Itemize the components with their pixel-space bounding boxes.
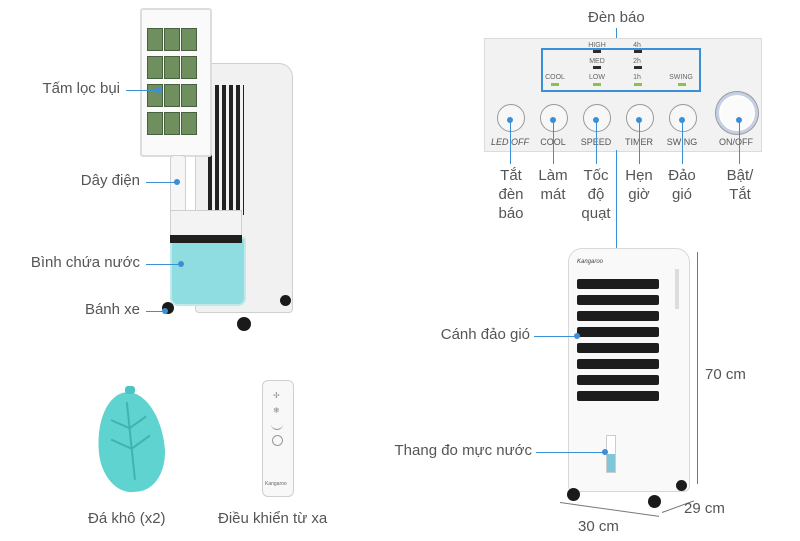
indicator-swing-light bbox=[678, 83, 686, 86]
water-level-window bbox=[606, 435, 616, 473]
power-cord-image bbox=[170, 155, 186, 217]
wheel-image bbox=[280, 295, 291, 306]
callout-dot bbox=[550, 117, 556, 123]
label-wheels: Bánh xe bbox=[84, 301, 140, 318]
indicator-2h-label: 2h bbox=[633, 58, 641, 65]
louver-slat bbox=[577, 343, 659, 353]
meaning-speed: Tốc độ quạt bbox=[581, 167, 611, 222]
meaning-timer: Hẹn giờ bbox=[625, 167, 653, 203]
indicator-1h-light bbox=[634, 83, 642, 86]
label-dust-filter: Tấm lọc bụi bbox=[42, 80, 120, 97]
side-text bbox=[675, 269, 679, 309]
callout-line bbox=[639, 122, 640, 164]
callout-line bbox=[682, 122, 683, 164]
label-power-cord: Dây điện bbox=[80, 172, 140, 189]
indicator-4h-light bbox=[634, 50, 642, 53]
label-indicator-lights: Đèn báo bbox=[588, 9, 645, 26]
meaning-cool: Làm mát bbox=[538, 167, 568, 203]
callout-line bbox=[596, 122, 597, 164]
label-louvers: Cánh đảo gió bbox=[440, 326, 530, 343]
louver-slat bbox=[577, 391, 659, 401]
ice-pack-image bbox=[92, 388, 170, 496]
indicator-2h-light bbox=[634, 66, 642, 69]
dust-filter-image bbox=[140, 8, 212, 157]
indicator-cool-label: COOL bbox=[545, 74, 565, 81]
indicator-swing-label: SWING bbox=[669, 74, 693, 81]
indicator-frame bbox=[541, 48, 701, 92]
on-off-caption: ON/OFF bbox=[719, 137, 753, 147]
indicator-cool-light bbox=[551, 83, 559, 86]
callout-dot bbox=[736, 117, 742, 123]
callout-dot bbox=[178, 261, 184, 267]
louver-slat bbox=[577, 327, 659, 337]
indicator-high-label: HIGH bbox=[588, 42, 606, 49]
water-tank-image bbox=[170, 237, 246, 306]
indicator-low-label: LOW bbox=[589, 74, 605, 81]
louver-slat bbox=[577, 359, 659, 369]
callout-dot bbox=[679, 117, 685, 123]
callout-dot bbox=[507, 117, 513, 123]
depth-dimension: 29 cm bbox=[684, 500, 725, 517]
on-off-button[interactable] bbox=[716, 92, 758, 134]
louver-slat bbox=[577, 311, 659, 321]
indicator-1h-label: 1h bbox=[633, 74, 641, 81]
callout-line bbox=[126, 90, 158, 91]
cooler-assembled-image: Kangaroo bbox=[568, 248, 690, 492]
callout-dot bbox=[162, 308, 168, 314]
indicator-low-light bbox=[593, 83, 601, 86]
meaning-on-off: Bật/ Tắt bbox=[726, 167, 754, 203]
wheel-image bbox=[676, 480, 687, 491]
ice-pack-cap bbox=[125, 386, 135, 394]
label-ice-packs: Đá khô (x2) bbox=[88, 510, 166, 527]
width-dimension: 30 cm bbox=[578, 518, 619, 535]
cool-caption: COOL bbox=[523, 137, 583, 147]
wheel-image bbox=[567, 488, 580, 501]
wheel-image bbox=[648, 495, 661, 508]
indicator-med-light bbox=[593, 66, 601, 69]
callout-line bbox=[146, 264, 180, 265]
callout-line bbox=[616, 28, 617, 46]
callout-line bbox=[616, 150, 617, 250]
callout-dot bbox=[574, 333, 580, 339]
callout-line bbox=[536, 452, 604, 453]
label-remote: Điều khiển từ xa bbox=[218, 510, 328, 527]
callout-line bbox=[553, 122, 554, 164]
cool-button[interactable] bbox=[540, 104, 568, 132]
callout-dot bbox=[602, 449, 608, 455]
callout-dot bbox=[156, 87, 162, 93]
height-dimension-line bbox=[697, 252, 698, 484]
label-water-gauge: Thang đo mực nước bbox=[394, 442, 532, 459]
louver-slat bbox=[577, 295, 659, 305]
indicator-med-label: MED bbox=[589, 58, 605, 65]
indicator-4h-label: 4h bbox=[633, 42, 641, 49]
callout-line bbox=[146, 182, 176, 183]
height-dimension: 70 cm bbox=[705, 366, 746, 383]
meaning-swing: Đảo gió bbox=[668, 167, 696, 203]
speed-caption: SPEED bbox=[566, 137, 626, 147]
led-off-caption: LED OFF bbox=[490, 137, 529, 147]
callout-line bbox=[739, 122, 740, 164]
callout-dot bbox=[593, 117, 599, 123]
indicator-high-light bbox=[593, 50, 601, 53]
louver-slat bbox=[577, 375, 659, 385]
callout-dot bbox=[636, 117, 642, 123]
label-water-tank: Bình chứa nước bbox=[30, 254, 140, 271]
callout-dot bbox=[174, 179, 180, 185]
wheel-image bbox=[237, 317, 251, 331]
remote-control-image: ✢ ❄ Kangaroo bbox=[262, 380, 294, 497]
cooler-brand: Kangaroo bbox=[577, 259, 604, 265]
tank-rim bbox=[170, 235, 242, 243]
remote-brand: Kangaroo bbox=[265, 481, 287, 487]
callout-line bbox=[510, 122, 511, 164]
control-panel bbox=[484, 38, 762, 152]
callout-line bbox=[146, 311, 164, 312]
meaning-led-off: Tắt đèn báo bbox=[498, 167, 524, 222]
louver-slat bbox=[577, 279, 659, 289]
width-dimension-line bbox=[559, 502, 660, 517]
cooler-exploded-view bbox=[135, 5, 305, 335]
callout-line bbox=[534, 336, 576, 337]
back-grille bbox=[208, 85, 244, 215]
